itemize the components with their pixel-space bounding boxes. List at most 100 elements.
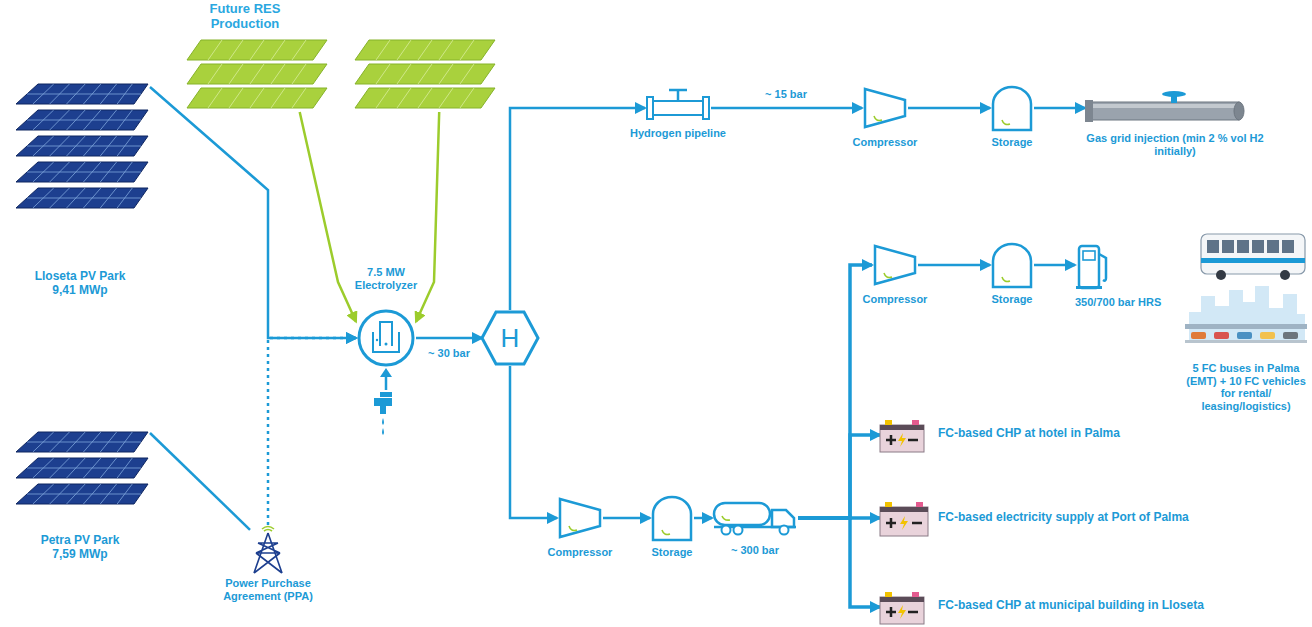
- icon-part: [292, 40, 306, 60]
- water-tap: [374, 368, 392, 435]
- flow-connector: [510, 366, 557, 518]
- icon-part: [262, 527, 274, 532]
- node-label: Storage: [632, 546, 712, 559]
- icon-part: [1191, 332, 1206, 339]
- water-drop: [382, 418, 384, 425]
- node-label: 5 FC buses in Palma (EMT) + 10 FC vehicl…: [1185, 362, 1307, 413]
- node-label: ~ 300 bar: [715, 544, 795, 557]
- icon-part: [376, 339, 378, 341]
- icon-part: [1222, 240, 1234, 253]
- icon-part: [16, 484, 148, 504]
- icon-part: [1089, 104, 1239, 108]
- icon-part: [874, 116, 882, 121]
- icon-part: [1085, 100, 1093, 122]
- pressure-label: ~ 30 bar: [426, 347, 472, 359]
- icon-part: [886, 518, 896, 528]
- icon-part: [27, 198, 141, 199]
- node-label: FC-based CHP at hotel in Palma: [938, 427, 1268, 441]
- node-label: Storage: [972, 136, 1052, 149]
- icon-part: [208, 40, 222, 60]
- future-res-panels-icon: [185, 38, 495, 112]
- icon-part: [1207, 240, 1219, 253]
- icon-part: [16, 432, 148, 452]
- node-label: H: [482, 310, 538, 366]
- node-label: 350/700 bar HRS: [1075, 296, 1185, 309]
- icon-part: [912, 522, 922, 525]
- icon-part: [569, 526, 577, 531]
- icon-part: [886, 435, 896, 445]
- icon-part: [418, 64, 432, 84]
- icon-part: [397, 64, 411, 84]
- icon-part: [1252, 240, 1264, 253]
- icon-part: [669, 90, 687, 101]
- icon-part: [460, 64, 474, 84]
- node-label: FC-based electricity supply at Port of P…: [938, 511, 1268, 525]
- flow-connector: [918, 264, 990, 267]
- icon-part: [229, 64, 243, 84]
- tube-trailer-truck-icon: [712, 500, 798, 536]
- icon-part: [865, 89, 905, 127]
- icon-part: [734, 526, 743, 535]
- icon-part: [1283, 332, 1298, 339]
- storage-tank: Storage: [990, 241, 1034, 289]
- flow-connector: [268, 338, 356, 525]
- pv-park-icon: [10, 80, 150, 220]
- icon-part: [885, 592, 892, 597]
- icon-part: [653, 497, 691, 540]
- icon-part: [880, 597, 924, 624]
- icon-part: [647, 97, 653, 119]
- icon-part: [898, 605, 906, 619]
- icon-part: [208, 88, 222, 108]
- node-label: Lloseta PV Park 9,41 MWp: [28, 270, 132, 298]
- node-label: Petra PV Park 7,59 MWp: [28, 534, 132, 562]
- icon-part: [16, 84, 148, 104]
- icon-part: [16, 188, 148, 208]
- icon-part: [250, 40, 264, 60]
- icon-part: [1260, 332, 1275, 339]
- fuel-cell-battery-icon: [880, 590, 924, 624]
- node-label: Storage: [972, 293, 1052, 306]
- icon-part: [780, 526, 789, 535]
- icon-part: [254, 533, 282, 573]
- flow-connector: [1034, 264, 1075, 267]
- icon-part: [1189, 286, 1305, 342]
- node-label: Future RES Production: [200, 2, 290, 32]
- icon-part: [16, 136, 148, 156]
- fuel-cell-battery: FC-based CHP at hotel in Palma: [880, 418, 924, 452]
- flow-connector: [1034, 107, 1085, 110]
- icon-part: [373, 332, 399, 352]
- flow-connector: [711, 107, 862, 110]
- icon-part: [439, 64, 453, 84]
- future-res-panels: Future RES Production: [185, 38, 495, 112]
- icon-part: [898, 433, 906, 447]
- icon-part: [16, 110, 148, 130]
- tube-trailer-truck: ~ 300 bar: [712, 500, 798, 536]
- icon-part: [880, 507, 928, 512]
- icon-part: [27, 494, 141, 495]
- icon-part: [916, 502, 923, 507]
- icon-part: [880, 597, 924, 602]
- compressor-symbol-icon: [557, 496, 603, 540]
- icon-part: [772, 510, 794, 527]
- pv-park-icon: [10, 428, 150, 528]
- icon-part: [1002, 277, 1010, 282]
- icon-part: [1162, 91, 1186, 97]
- flow-connector: [150, 433, 250, 530]
- flow-connector: [416, 112, 439, 322]
- icon-part: [27, 172, 141, 173]
- icon-part: [16, 458, 148, 478]
- storage-tank-icon: [990, 241, 1034, 289]
- icon-part: [292, 64, 306, 84]
- fuel-cell-battery-icon: [880, 418, 924, 452]
- icon-part: [653, 101, 703, 115]
- flow-connector: [416, 337, 482, 340]
- water-drop: [382, 428, 384, 435]
- icon-part: [27, 146, 141, 147]
- icon-part: [722, 516, 730, 520]
- icon-part: [187, 40, 327, 60]
- icon-part: [380, 322, 392, 346]
- icon-part: [1201, 258, 1305, 263]
- compressor-symbol-icon: [862, 86, 908, 130]
- storage-tank: Storage: [650, 494, 694, 542]
